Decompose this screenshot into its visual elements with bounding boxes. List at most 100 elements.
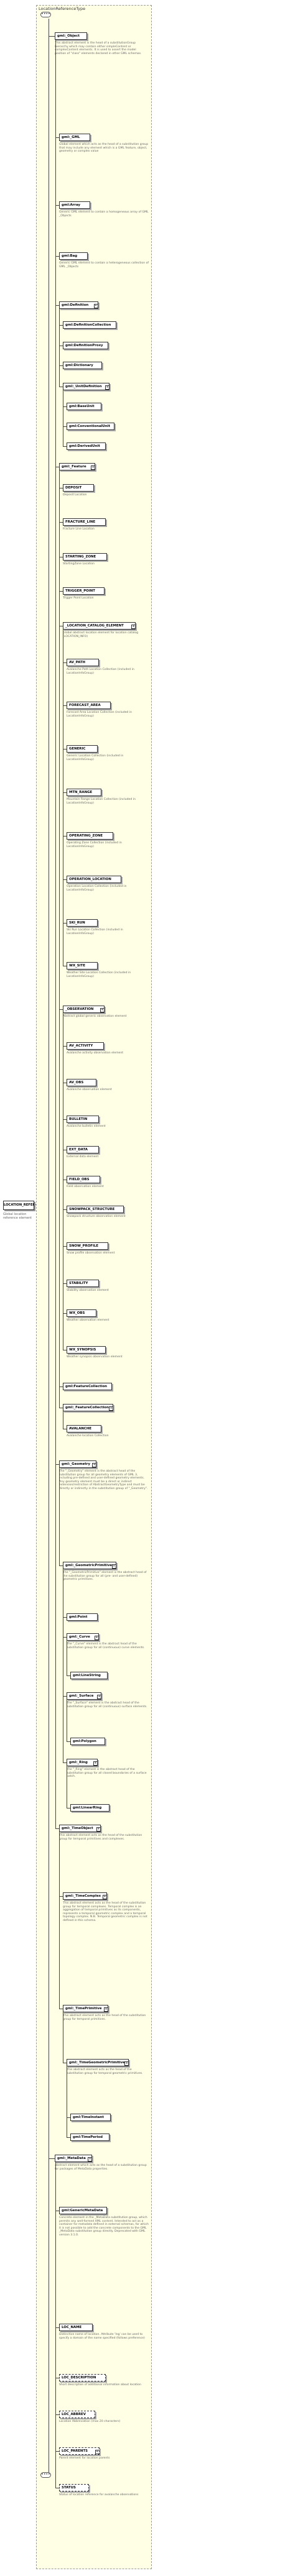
element-gml-timecomplex[interactable]: gml:_TimeComplex+	[63, 1892, 107, 1900]
branch-line	[63, 879, 67, 880]
element-status[interactable]: STATUS	[59, 2484, 89, 2491]
element-gml-metadata[interactable]: gml:_MetaData+	[55, 2155, 93, 2162]
root-element-location-reference[interactable]: LOCATION_REFERENCE	[3, 1201, 34, 1210]
element-av-path[interactable]: AV_PATH	[67, 659, 99, 666]
element-name: gml:TimePeriod	[73, 2135, 103, 2139]
element-trigger-point[interactable]: TRIGGER_POINT	[63, 587, 105, 595]
expand-icon[interactable]: +	[91, 465, 95, 470]
element-gml-featurecollection[interactable]: gml:FeatureCollection	[63, 1383, 113, 1390]
element-gml-derivedunit[interactable]: gml:DerivedUnit	[67, 442, 106, 450]
element-stability[interactable]: STABILITY	[67, 1280, 99, 1287]
element-name: OPERATION_LOCATION	[69, 878, 111, 881]
element-gml-definition[interactable]: gml:Definition+	[59, 301, 98, 309]
element-gml-timeprimitive[interactable]: gml:_TimePrimitive+	[63, 2005, 108, 2012]
expand-icon[interactable]: +	[92, 1463, 96, 1467]
element-gml-object[interactable]: gml:_Object	[55, 32, 87, 40]
element-generic[interactable]: GENERIC	[67, 745, 98, 753]
element-av-activity[interactable]: AV_ACTIVITY	[67, 1042, 105, 1050]
element-name: WX_OBS	[69, 1311, 85, 1315]
element-ext-data[interactable]: EXT_DATA	[67, 1146, 99, 1153]
expand-icon[interactable]: +	[105, 385, 109, 390]
element-name: LOC_PARENTS	[62, 2449, 88, 2453]
element-gml-point[interactable]: gml:Point	[67, 1613, 98, 1621]
element-gml-ring[interactable]: gml:_Ring+	[67, 1759, 98, 1766]
expand-icon[interactable]: +	[93, 304, 98, 308]
element-gml-polygon[interactable]: gml:Polygon	[70, 1738, 106, 1745]
element-gml-dictionary[interactable]: gml:Dictionary	[63, 362, 102, 369]
expand-icon[interactable]: +	[88, 2157, 92, 2161]
expand-icon[interactable]: +	[111, 1564, 116, 1569]
element-avalanche[interactable]: AVALANCHE	[67, 1425, 102, 1432]
element-gml-linearring[interactable]: gml:LinearRing	[70, 1804, 109, 1812]
element-name: gml:_FeatureCollection	[65, 1406, 109, 1409]
element-snow-profile[interactable]: SNOW_PROFILE	[67, 1242, 108, 1250]
expand-icon[interactable]: +	[124, 2061, 129, 2066]
element-gml-timeinstant[interactable]: gml:TimeInstant	[70, 2114, 111, 2121]
element-name: LOC_ABBREV	[62, 2413, 86, 2416]
element-gml-feature[interactable]: gml:_Feature+	[59, 463, 96, 470]
element-operating-zone[interactable]: OPERATING_ZONE	[67, 832, 114, 840]
branch-line	[63, 1762, 67, 1763]
element-gml-timeobject[interactable]: gml:_TimeObject+	[59, 1825, 101, 1832]
expand-icon[interactable]: +	[97, 1695, 101, 1699]
element-starting-zone[interactable]: STARTING_ZONE	[63, 553, 107, 561]
element-description: Distinctive name of location. Attribute …	[59, 2333, 145, 2340]
element-gml-featurecollection[interactable]: gml:_FeatureCollection+	[63, 1404, 114, 1411]
expand-icon[interactable]: +	[131, 625, 136, 629]
element-gml-array[interactable]: gml:Array	[59, 201, 90, 209]
branch-line	[63, 1119, 67, 1120]
element-gml-bag[interactable]: gml:Bag	[59, 252, 88, 260]
expand-icon[interactable]: +	[109, 1406, 113, 1411]
element-gml-definitioncollection[interactable]: gml:DefinitionCollection	[63, 321, 116, 329]
element-bulletin[interactable]: BULLETIN	[67, 1116, 99, 1123]
element-gml-genericmetadata[interactable]: gml:GenericMetaData	[59, 2207, 108, 2214]
element-gml-definitionproxy[interactable]: gml:DefinitionProxy	[63, 342, 108, 349]
element-loc-abbrev[interactable]: LOC_ABBREV	[59, 2411, 96, 2418]
element-description: Operation Location Collection (included …	[67, 885, 127, 892]
element-gml-surface[interactable]: gml:_Surface+	[67, 1692, 102, 1700]
expand-icon[interactable]: +	[104, 2007, 108, 2012]
element-gml-timeperiod[interactable]: gml:TimePeriod	[70, 2134, 109, 2141]
sub-trunk-line	[59, 309, 60, 387]
element-gml-geometricprimitive[interactable]: gml:_GeometricPrimitive+	[63, 1562, 116, 1569]
branch-line	[55, 305, 59, 306]
element-snowpack-structure[interactable]: SNOWPACK_STRUCTURE	[67, 1206, 124, 1213]
element-name: MTN_RANGE	[69, 791, 93, 794]
expand-icon[interactable]: +	[102, 1895, 106, 1899]
sequence-compositor-top[interactable]: ••••	[40, 12, 51, 17]
element-wx-obs[interactable]: WX_OBS	[67, 1309, 96, 1317]
element-operation-location[interactable]: OPERATION_LOCATION	[67, 876, 121, 883]
element-gml-timegeometricprimitive[interactable]: gml:_TimeGeometricPrimitive+	[67, 2059, 129, 2066]
element-location-catalog-element[interactable]: _LOCATION_CATALOG_ELEMENT+	[63, 622, 136, 630]
element-wx-synopsis[interactable]: WX_SYNOPSIS	[67, 1346, 106, 1354]
element-wx-site[interactable]: WX_SITE	[67, 962, 98, 969]
element-name: gml:_TimeComplex	[65, 1894, 101, 1898]
element-gml-geometry[interactable]: gml:_Geometry+	[59, 1460, 97, 1468]
element-field-obs[interactable]: FIELD_OBS	[67, 1176, 101, 1183]
element-mtn-range[interactable]: MTN_RANGE	[67, 789, 102, 796]
element-deposit[interactable]: DEPOSIT	[63, 484, 94, 492]
element-loc-name[interactable]: LOC_NAME	[59, 2324, 93, 2331]
element-gml-curve[interactable]: gml:_Curve+	[67, 1633, 99, 1641]
expand-icon[interactable]: +	[93, 1761, 97, 1766]
element-gml-baseunit[interactable]: gml:BaseUnit	[67, 403, 102, 410]
expand-icon[interactable]: +	[95, 1636, 98, 1640]
element-fracture-line[interactable]: FRACTURE_LINE	[63, 518, 106, 526]
element-loc-parents[interactable]: LOC_PARENTS +	[59, 2447, 100, 2455]
expand-icon[interactable]: +	[96, 1827, 100, 1831]
element-gml-linestring[interactable]: gml:LineString	[70, 1672, 108, 1679]
element-av-obs[interactable]: AV_OBS	[67, 1079, 96, 1086]
element-loc-description[interactable]: LOC_DESCRIPTION	[59, 2374, 106, 2381]
element-forecast-area[interactable]: FORECAST_AREA	[67, 702, 111, 709]
element-name: gml:BaseUnit	[69, 405, 95, 408]
element-gml-conventionalunit[interactable]: gml:ConventionalUnit	[67, 423, 115, 430]
element-observation[interactable]: _OBSERVATION+	[63, 1006, 105, 1013]
element-gml-unitdefinition[interactable]: gml:_UnitDefinition+	[63, 383, 110, 390]
sequence-compositor-bottom[interactable]: ••••	[40, 2472, 51, 2478]
element-ski-run[interactable]: SKI_RUN	[67, 919, 98, 927]
expand-icon[interactable]: +	[100, 1008, 104, 1012]
element-gml-gml[interactable]: gml:_GML	[59, 134, 90, 141]
element-description: StartingZone Location	[63, 562, 95, 566]
expand-icon[interactable]: +	[95, 2450, 99, 2454]
